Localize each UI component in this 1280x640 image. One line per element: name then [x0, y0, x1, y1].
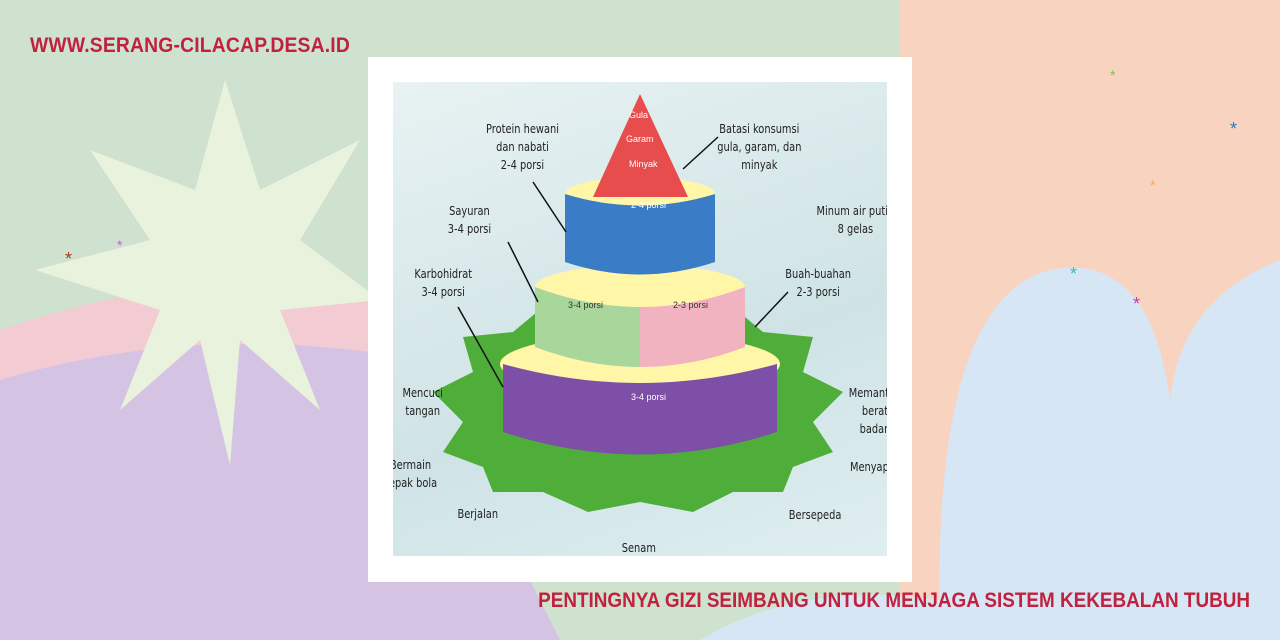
label-line: Minum air putih: [816, 204, 887, 218]
carbs-tier: [503, 364, 777, 455]
label-line: Memantau: [848, 386, 887, 400]
tier-fruit-portion: 2-3 porsi: [673, 300, 709, 310]
balanced-nutrition-poster: Gula Garam Minyak 2-4 porsi 3-4 porsi 2-…: [393, 82, 887, 556]
starburst-shape: [35, 80, 380, 465]
site-url[interactable]: WWW.SERANG-CILACAP.DESA.ID: [30, 34, 351, 57]
label-cycle: Bersepeda: [788, 508, 842, 522]
label-line: sepak bola: [393, 476, 438, 490]
label-line: 2-4 porsi: [500, 158, 545, 172]
label-line: Buah-buahan: [785, 267, 852, 281]
article-title[interactable]: PENTINGNYA GIZI SEIMBANG UNTUK MENJAGA S…: [538, 589, 1250, 612]
label-line: gula, garam, dan: [717, 140, 802, 154]
label-line: 2-3 porsi: [796, 285, 840, 299]
label-line: 3-4 porsi: [421, 285, 465, 299]
label-football: Bermain sepak bola: [393, 456, 437, 492]
sparkle-star-icon: *: [65, 249, 72, 269]
sparkle-star-icon: *: [1070, 264, 1077, 284]
tier-protein-portion: 2-4 porsi: [631, 200, 667, 210]
label-vegetables: Sayuran 3-4 porsi: [448, 202, 491, 238]
label-walk: Berjalan: [457, 507, 499, 521]
middle-tier-top: [535, 265, 745, 309]
label-line: Protein hewani: [486, 122, 559, 136]
tier-carb-portion: 3-4 porsi: [631, 392, 667, 402]
label-exercise: Senam: [621, 541, 656, 555]
protein-tier: [565, 194, 715, 275]
label-sweep: Menyapu: [849, 460, 887, 474]
infographic-frame: Gula Garam Minyak 2-4 porsi 3-4 porsi 2-…: [368, 57, 912, 582]
fruits-tier: [640, 287, 745, 367]
sparkle-star-icon: *: [117, 237, 123, 253]
cone-label-minyak: Minyak: [629, 159, 658, 169]
tier-veg-portion: 3-4 porsi: [568, 300, 604, 310]
label-carbs: Karbohidrat 3-4 porsi: [414, 265, 472, 301]
label-water: Minum air putih 8 gelas: [817, 202, 887, 238]
sparkle-star-icon: *: [1230, 119, 1237, 139]
sparkle-star-icon: *: [1133, 294, 1140, 314]
food-pyramid-graphic: [433, 94, 843, 512]
arrow-limit: [682, 136, 719, 170]
arrow-carbs: [457, 306, 504, 388]
sparkle-star-icon: *: [1150, 177, 1156, 193]
label-line: minyak: [741, 158, 778, 172]
arrow-protein: [532, 181, 567, 233]
cone-label-gula: Gula: [629, 110, 649, 120]
sparkle-star-icon: *: [1110, 67, 1116, 83]
label-line: Batasi konsumsi: [719, 122, 800, 136]
label-line: tangan: [405, 404, 441, 418]
pointer-arrows: [457, 136, 789, 388]
arrow-fruits: [754, 291, 789, 328]
label-protein: Protein hewani dan nabati 2-4 porsi: [486, 120, 559, 174]
label-line: badan: [859, 422, 887, 436]
label-line: 8 gelas: [837, 222, 874, 236]
label-line: 3-4 porsi: [447, 222, 492, 236]
label-line: dan nabati: [496, 140, 549, 154]
cone-label-garam: Garam: [626, 134, 654, 144]
label-fruits: Buah-buahan 2-3 porsi: [785, 265, 851, 301]
label-line: Sayuran: [449, 204, 490, 218]
label-line: Mencuci: [402, 386, 444, 400]
label-line: Bermain: [393, 458, 432, 472]
label-limit: Batasi konsumsi gula, garam, dan minyak: [717, 120, 801, 174]
label-line: Karbohidrat: [414, 267, 473, 281]
label-line: berat: [861, 404, 887, 418]
label-monitor-weight: Memantau berat badan: [849, 384, 887, 438]
arrow-vegetables: [507, 241, 539, 303]
vegetables-tier: [535, 287, 640, 367]
label-wash-hands: Mencuci tangan: [402, 384, 443, 420]
limit-cone: [593, 94, 688, 197]
